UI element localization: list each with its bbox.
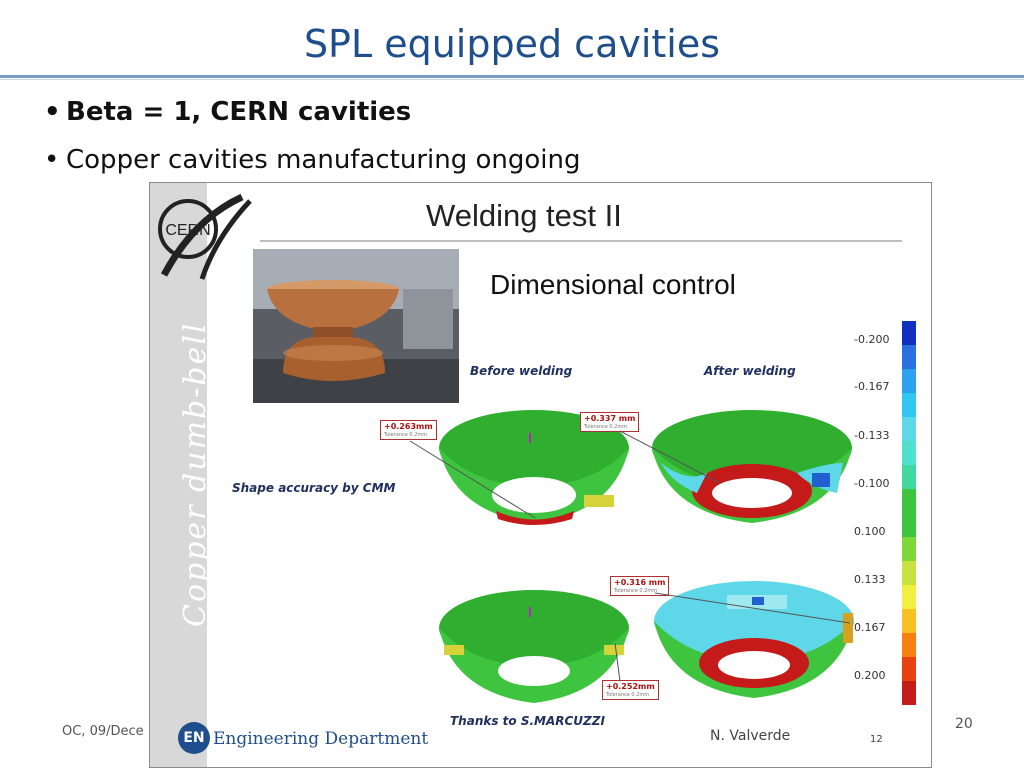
callout-leader-lines — [409, 430, 851, 682]
bullet-2: •Copper cavities manufacturing ongoing — [44, 145, 581, 175]
shape-accuracy-label: Shape accuracy by CMM — [232, 481, 396, 495]
title-divider-thin — [0, 79, 1024, 80]
scale-tick: -0.100 — [854, 477, 890, 490]
thanks-label: Thanks to S.MARCUZZI — [450, 714, 605, 728]
scale-tick: -0.167 — [854, 380, 890, 393]
scale-tick: 0.167 — [854, 621, 886, 634]
bullet-1: •Beta = 1, CERN cavities — [44, 97, 411, 127]
bullet-2-text: Copper cavities manufacturing ongoing — [66, 145, 581, 175]
scale-tick: 0.200 — [854, 669, 886, 682]
sidebar-strip — [150, 183, 207, 767]
cern-logo-text: CERN — [165, 222, 210, 239]
cern-logo-icon: CERN — [158, 193, 252, 280]
panel-title-divider — [260, 240, 902, 242]
panel-title: Welding test II — [426, 198, 622, 233]
scale-tick: -0.200 — [854, 333, 890, 346]
page-number: 20 — [955, 716, 973, 732]
dish-after-bottom — [654, 581, 854, 698]
bullet-dot-icon: • — [44, 97, 61, 127]
bullet-1-text: Beta = 1, CERN cavities — [66, 97, 412, 127]
scale-tick: 0.133 — [854, 573, 886, 586]
title-divider — [0, 75, 1024, 78]
before-welding-label: Before welding — [470, 364, 573, 378]
en-logo-icon: EN — [178, 722, 210, 754]
author-name: N. Valverde — [710, 728, 791, 744]
slide-title: SPL equipped cavities — [303, 22, 721, 66]
department-name: Engineering Department — [213, 729, 429, 749]
dish-after-top — [652, 410, 852, 523]
bullet-dot-icon: • — [44, 145, 60, 175]
dimensional-control-heading: Dimensional control — [490, 269, 736, 300]
copper-cavity-photo — [253, 249, 459, 403]
scale-tick: -0.133 — [854, 429, 890, 442]
footer-text: OC, 09/Dece — [62, 724, 144, 739]
dish-before-bottom — [439, 590, 629, 703]
after-welding-label: After welding — [704, 364, 796, 378]
scale-tick: 0.100 — [854, 525, 886, 538]
inner-page-number: 12 — [870, 734, 883, 745]
embedded-slide-image: Copper dumb-bell CERN Welding test II Di… — [149, 182, 932, 768]
color-scale-bar — [902, 321, 916, 705]
